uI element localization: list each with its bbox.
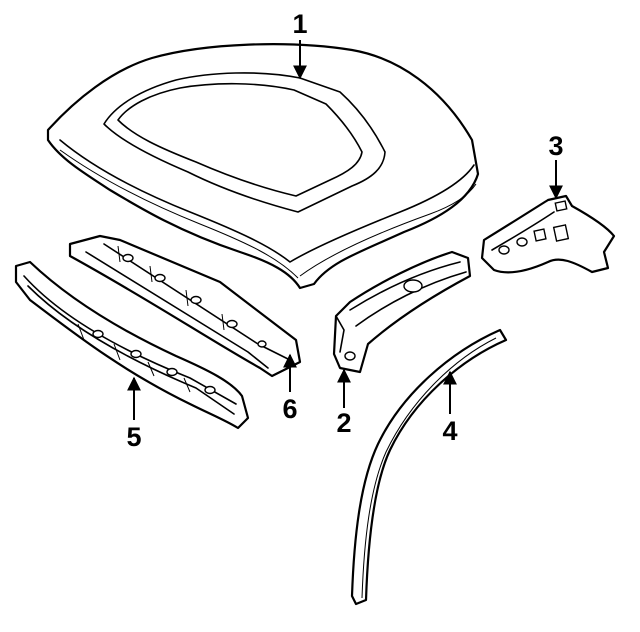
roof-panel bbox=[46, 43, 480, 290]
callout-5: 5 bbox=[126, 422, 141, 452]
callout-3: 3 bbox=[548, 131, 563, 161]
leader-lines bbox=[127, 40, 563, 420]
rear-roof-rail bbox=[14, 260, 250, 430]
pillar-reinforcement bbox=[332, 250, 472, 374]
roof-side-molding bbox=[350, 328, 508, 606]
callout-1: 1 bbox=[292, 9, 307, 39]
callout-4: 4 bbox=[442, 416, 457, 446]
callout-6: 6 bbox=[282, 394, 297, 424]
callout-labels: 1 2 3 4 5 6 bbox=[126, 9, 563, 452]
front-header-panel bbox=[68, 234, 302, 378]
callout-2: 2 bbox=[336, 408, 351, 438]
quarter-panel-bracket bbox=[480, 194, 616, 274]
